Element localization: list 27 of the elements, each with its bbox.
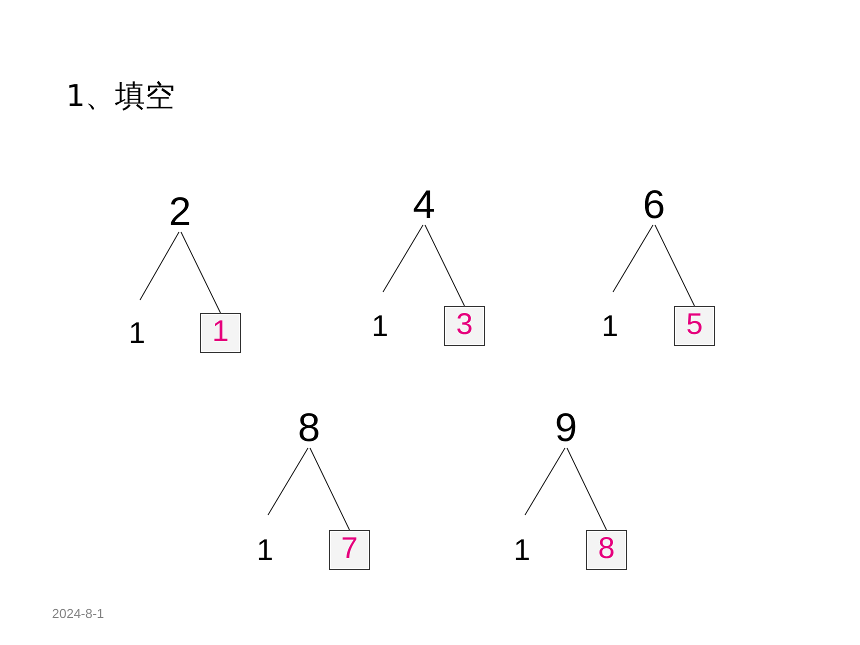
- answer-box: 7: [329, 530, 370, 570]
- connector-line: [612, 224, 654, 292]
- connector-line: [140, 232, 180, 300]
- number-label: 9: [546, 408, 586, 448]
- number-label: 8: [289, 408, 329, 448]
- number-label: 2: [160, 192, 200, 232]
- connector-line: [566, 448, 607, 530]
- number-label: 6: [634, 185, 674, 225]
- connector-line: [524, 448, 566, 516]
- number-label: 1: [122, 300, 152, 349]
- number-label: 1: [250, 515, 280, 566]
- number-label: 1: [595, 292, 625, 342]
- number-label: 1: [507, 515, 537, 566]
- connector-line: [310, 448, 350, 530]
- connector-line: [424, 224, 465, 306]
- connector-line: [654, 224, 695, 306]
- answer-box: 1: [200, 313, 241, 353]
- number-label: 1: [365, 292, 395, 342]
- date-label: 2024-8-1: [52, 606, 104, 621]
- connector-line: [180, 232, 221, 314]
- answer-box: 3: [444, 306, 485, 346]
- connector-line: [268, 448, 308, 516]
- answer-box: 8: [586, 530, 627, 570]
- connector-line: [382, 224, 424, 292]
- answer-box: 5: [674, 306, 715, 346]
- heading: 1、填空: [66, 80, 176, 114]
- number-label: 4: [404, 185, 444, 225]
